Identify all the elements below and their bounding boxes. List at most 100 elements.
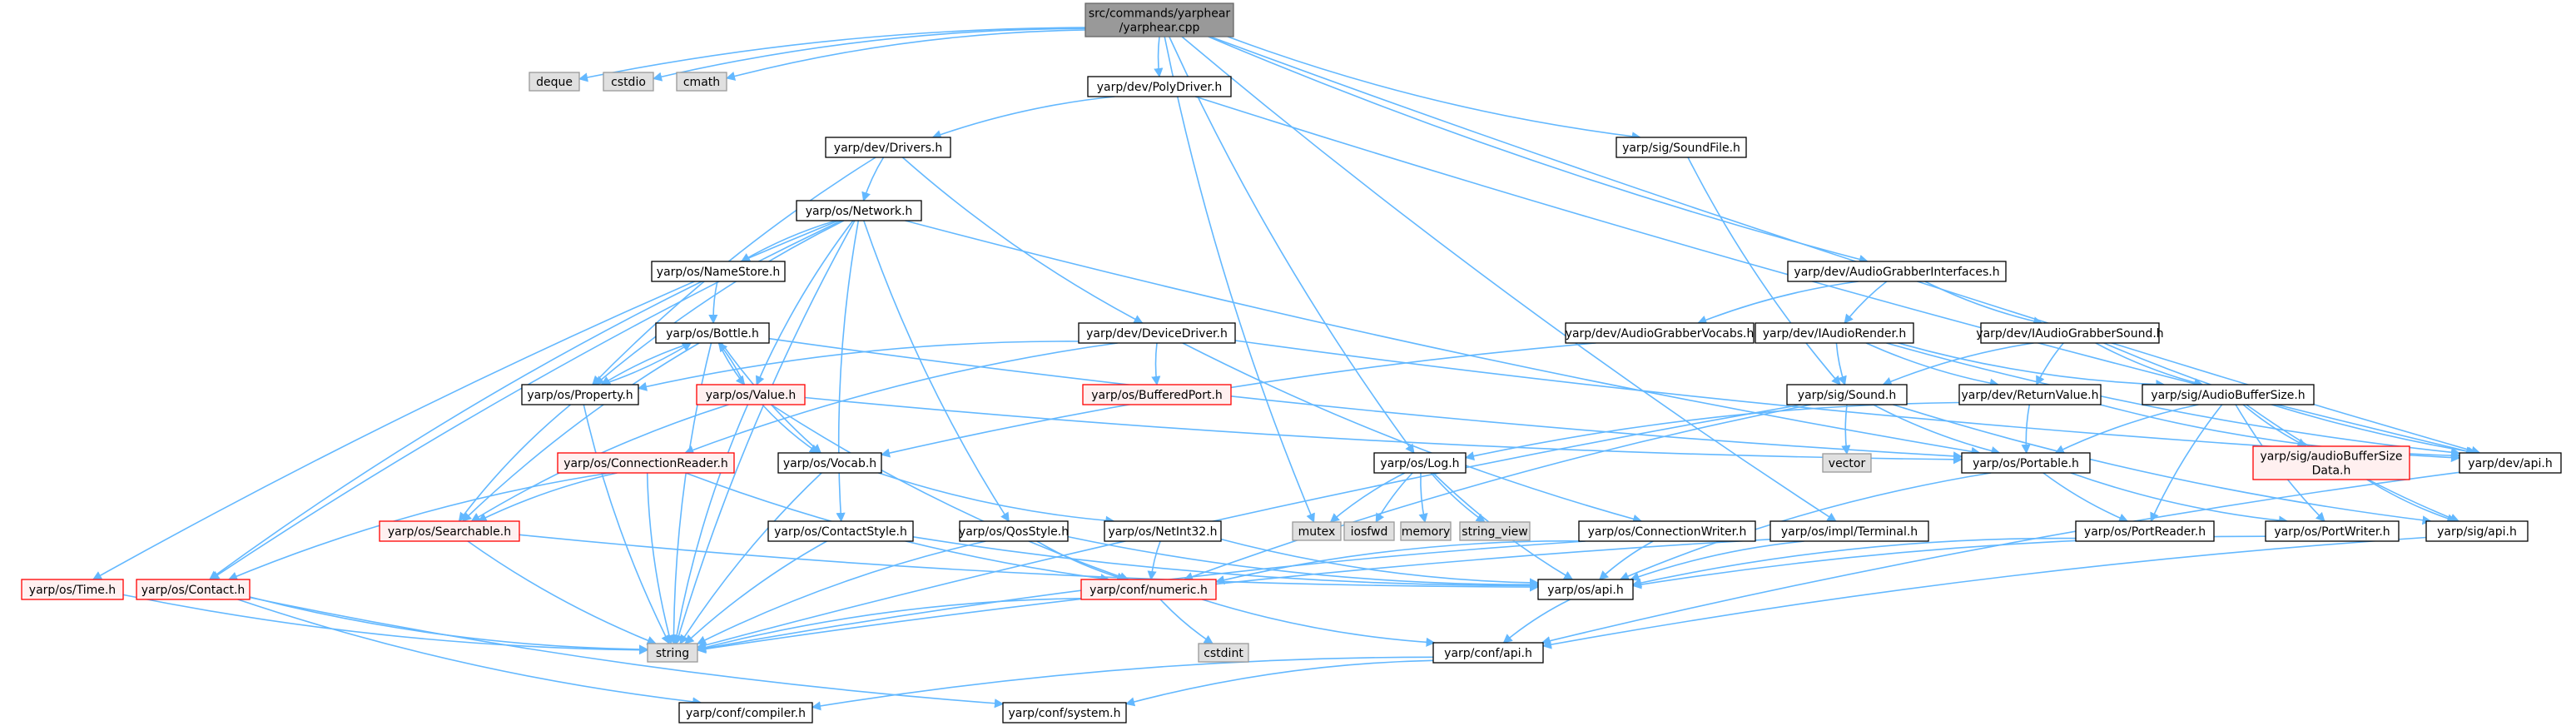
node-deque[interactable]: deque <box>529 72 580 92</box>
node-label-devicedriver: yarp/dev/DeviceDriver.h <box>1086 327 1228 341</box>
node-label-netint32: yarp/os/NetInt32.h <box>1108 525 1217 539</box>
node-label-agvocabs: yarp/dev/AudioGrabberVocabs.h <box>1566 327 1755 341</box>
node-label-abdata: yarp/sig/audioBufferSize <box>2260 450 2402 464</box>
node-property[interactable]: yarp/os/Property.h <box>521 384 639 405</box>
node-box-devicedriver <box>1078 322 1236 344</box>
node-returnvalue[interactable]: yarp/dev/ReturnValue.h <box>1958 384 2102 405</box>
edge-vocab-to-string <box>679 472 822 644</box>
node-polydriver[interactable]: yarp/dev/PolyDriver.h <box>1087 76 1232 97</box>
node-drivers[interactable]: yarp/dev/Drivers.h <box>825 137 951 158</box>
edge-sound-to-string <box>696 404 1802 650</box>
node-box-cstdint <box>1198 643 1249 663</box>
node-sound[interactable]: yarp/sig/Sound.h <box>1786 384 1908 405</box>
node-sigapi[interactable]: yarp/sig/api.h <box>2425 520 2529 542</box>
node-label-root: src/commands/yarphear <box>1089 7 1231 21</box>
edge-confapi-to-system <box>1124 659 1434 707</box>
node-value[interactable]: yarp/os/Value.h <box>696 384 806 405</box>
edge-numeric-to-string <box>696 598 1082 652</box>
node-label-vector: vector <box>1829 457 1866 470</box>
node-time[interactable]: yarp/os/Time.h <box>21 579 124 600</box>
node-label-polydriver: yarp/dev/PolyDriver.h <box>1097 81 1223 94</box>
edge-contactstyle-to-string <box>684 540 827 644</box>
node-agi[interactable]: yarp/dev/AudioGrabberInterfaces.h <box>1787 261 2007 282</box>
node-soundfile[interactable]: yarp/sig/SoundFile.h <box>1616 137 1747 158</box>
node-box-sigapi <box>2425 520 2529 542</box>
node-audiobuffersize[interactable]: yarp/sig/AudioBufferSize.h <box>2142 384 2315 405</box>
edge-searchable-to-string <box>467 540 657 645</box>
node-portable[interactable]: yarp/os/Portable.h <box>1961 452 2091 474</box>
node-network[interactable]: yarp/os/Network.h <box>796 200 922 221</box>
node-root[interactable]: src/commands/yarphear/yarphear.cpp <box>1085 2 1234 37</box>
node-contact[interactable]: yarp/os/Contact.h <box>136 579 251 600</box>
node-box-portwriter <box>2265 520 2400 542</box>
node-box-qosstyle <box>959 520 1069 542</box>
node-cstdint[interactable]: cstdint <box>1198 643 1249 663</box>
edge-qosstyle-to-osapi <box>1067 535 1540 589</box>
edge-iaudiorender-to-audiobuffersize <box>1898 342 2166 390</box>
node-mutex[interactable]: mutex <box>1292 521 1342 541</box>
node-connwriter[interactable]: yarp/os/ConnectionWriter.h <box>1578 520 1756 542</box>
node-log[interactable]: yarp/os/Log.h <box>1373 452 1467 474</box>
node-label-cstdio: cstdio <box>611 76 646 89</box>
edge-value-to-numeric <box>771 404 1129 581</box>
edge-bottle-to-value <box>717 342 746 385</box>
edge-devapi-to-confapi <box>1541 471 2460 646</box>
node-bottle[interactable]: yarp/os/Bottle.h <box>655 322 770 344</box>
node-numeric[interactable]: yarp/conf/numeric.h <box>1080 579 1217 600</box>
node-cstdio[interactable]: cstdio <box>603 72 654 92</box>
node-portwriter[interactable]: yarp/os/PortWriter.h <box>2265 520 2400 542</box>
node-string_view[interactable]: string_view <box>1459 521 1531 541</box>
edge-portable-to-osapi <box>1619 472 1992 581</box>
node-label-devapi: yarp/dev/api.h <box>2468 457 2552 470</box>
node-memory[interactable]: memory <box>1400 521 1452 541</box>
node-agvocabs[interactable]: yarp/dev/AudioGrabberVocabs.h <box>1565 322 1755 344</box>
node-box-devapi <box>2459 452 2562 474</box>
edge-netint32-to-numeric <box>1147 540 1161 581</box>
node-label-osapi: yarp/os/api.h <box>1547 584 1623 597</box>
node-bufferedport[interactable]: yarp/os/BufferedPort.h <box>1082 384 1232 405</box>
node-box-iosfwd <box>1343 521 1395 541</box>
edge-iaudiorender-to-returnvalue <box>1865 342 2000 388</box>
edge-returnvalue-to-portable <box>2021 404 2031 455</box>
node-box-property <box>521 384 639 405</box>
node-portreader[interactable]: yarp/os/PortReader.h <box>2075 520 2215 542</box>
node-box-iagsound <box>1980 322 2160 344</box>
node-namestore[interactable]: yarp/os/NameStore.h <box>651 261 786 282</box>
node-string[interactable]: string <box>647 643 698 663</box>
node-iaudiorender[interactable]: yarp/dev/IAudioRender.h <box>1755 322 1914 344</box>
node-label-iaudiorender: yarp/dev/IAudioRender.h <box>1763 327 1907 341</box>
edge-network-to-value <box>756 220 854 386</box>
node-connreader[interactable]: yarp/os/ConnectionReader.h <box>557 452 735 474</box>
node-box-bottle <box>655 322 770 344</box>
node-box-iaudiorender <box>1755 322 1914 344</box>
node-iosfwd[interactable]: iosfwd <box>1343 521 1395 541</box>
edge-polydriver-to-drivers <box>931 96 1115 139</box>
node-box-mutex <box>1292 521 1342 541</box>
node-devapi[interactable]: yarp/dev/api.h <box>2459 452 2562 474</box>
node-devicedriver[interactable]: yarp/dev/DeviceDriver.h <box>1078 322 1236 344</box>
edge-searchable-to-osapi <box>519 534 1540 592</box>
node-system[interactable]: yarp/conf/system.h <box>1002 702 1127 724</box>
node-box-string <box>647 643 698 663</box>
node-iagsound[interactable]: yarp/dev/IAudioGrabberSound.h <box>1976 322 2164 344</box>
node-qosstyle[interactable]: yarp/os/QosStyle.h <box>959 520 1069 542</box>
node-terminal[interactable]: yarp/os/impl/Terminal.h <box>1769 520 1929 542</box>
edge-iagsound-to-audiobuffersize <box>2095 342 2204 387</box>
node-searchable[interactable]: yarp/os/Searchable.h <box>379 520 520 542</box>
node-vector[interactable]: vector <box>1822 453 1872 473</box>
edge-connwriter-to-osapi <box>1598 540 1654 580</box>
node-confapi[interactable]: yarp/conf/api.h <box>1432 642 1544 664</box>
edge-sound-to-sigapi <box>1893 404 2432 525</box>
edge-devicedriver-to-property <box>637 341 1080 391</box>
node-vocab[interactable]: yarp/os/Vocab.h <box>777 452 882 474</box>
node-compiler[interactable]: yarp/conf/compiler.h <box>678 702 813 724</box>
node-netint32[interactable]: yarp/os/NetInt32.h <box>1104 520 1222 542</box>
edge-contact-to-system <box>249 596 1005 709</box>
node-contactstyle[interactable]: yarp/os/ContactStyle.h <box>767 520 914 542</box>
node-box-confapi <box>1432 642 1544 664</box>
edge-numeric-to-confapi <box>1202 599 1436 647</box>
node-cmath[interactable]: cmath <box>676 72 727 92</box>
node-osapi[interactable]: yarp/os/api.h <box>1537 579 1634 600</box>
